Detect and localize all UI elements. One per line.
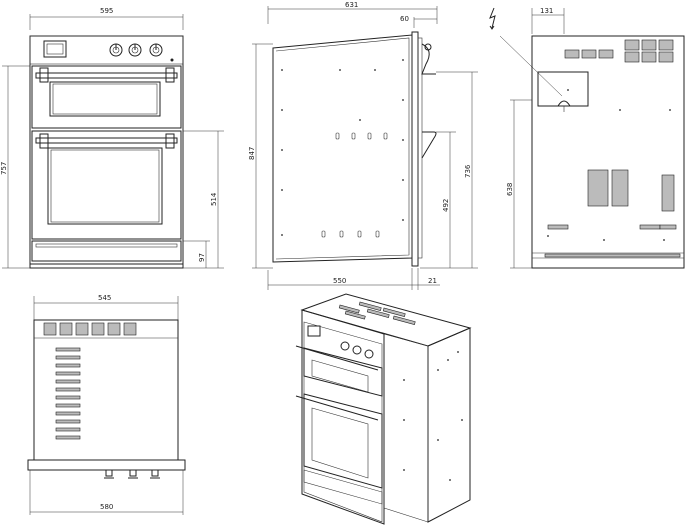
top-view-knobs <box>104 469 160 479</box>
top-view: 545 580 <box>27 294 186 515</box>
side-door-thickness-label: 21 <box>428 277 437 285</box>
control-knobs <box>109 43 174 62</box>
front-height-label: 757 <box>0 162 8 175</box>
front-view: 595 757 <box>0 7 224 269</box>
display-panel <box>43 40 67 58</box>
rear-view: 131 638 <box>489 7 685 269</box>
side-view: 631 60 847 550 <box>248 1 478 290</box>
side-body-depth-label: 550 <box>333 277 346 285</box>
front-width-label: 595 <box>100 7 113 15</box>
rear-offset-label: 131 <box>540 7 553 15</box>
front-lower-height-label: 514 <box>210 192 218 206</box>
isometric-view <box>295 293 472 525</box>
lightning-bolt-icon <box>489 7 496 30</box>
top-total-width-label: 580 <box>100 503 113 511</box>
front-drawer-height-label: 97 <box>198 253 206 262</box>
side-bracket-height-label: 736 <box>464 164 472 178</box>
side-height-label: 847 <box>248 147 256 160</box>
side-lower-bracket-height-label: 492 <box>442 199 450 212</box>
isometric-knobs <box>340 341 374 359</box>
rear-height-label: 638 <box>506 183 514 196</box>
top-width-label: 545 <box>98 294 111 302</box>
side-top-offset-label: 60 <box>400 15 409 23</box>
side-depth-label: 631 <box>345 1 358 9</box>
